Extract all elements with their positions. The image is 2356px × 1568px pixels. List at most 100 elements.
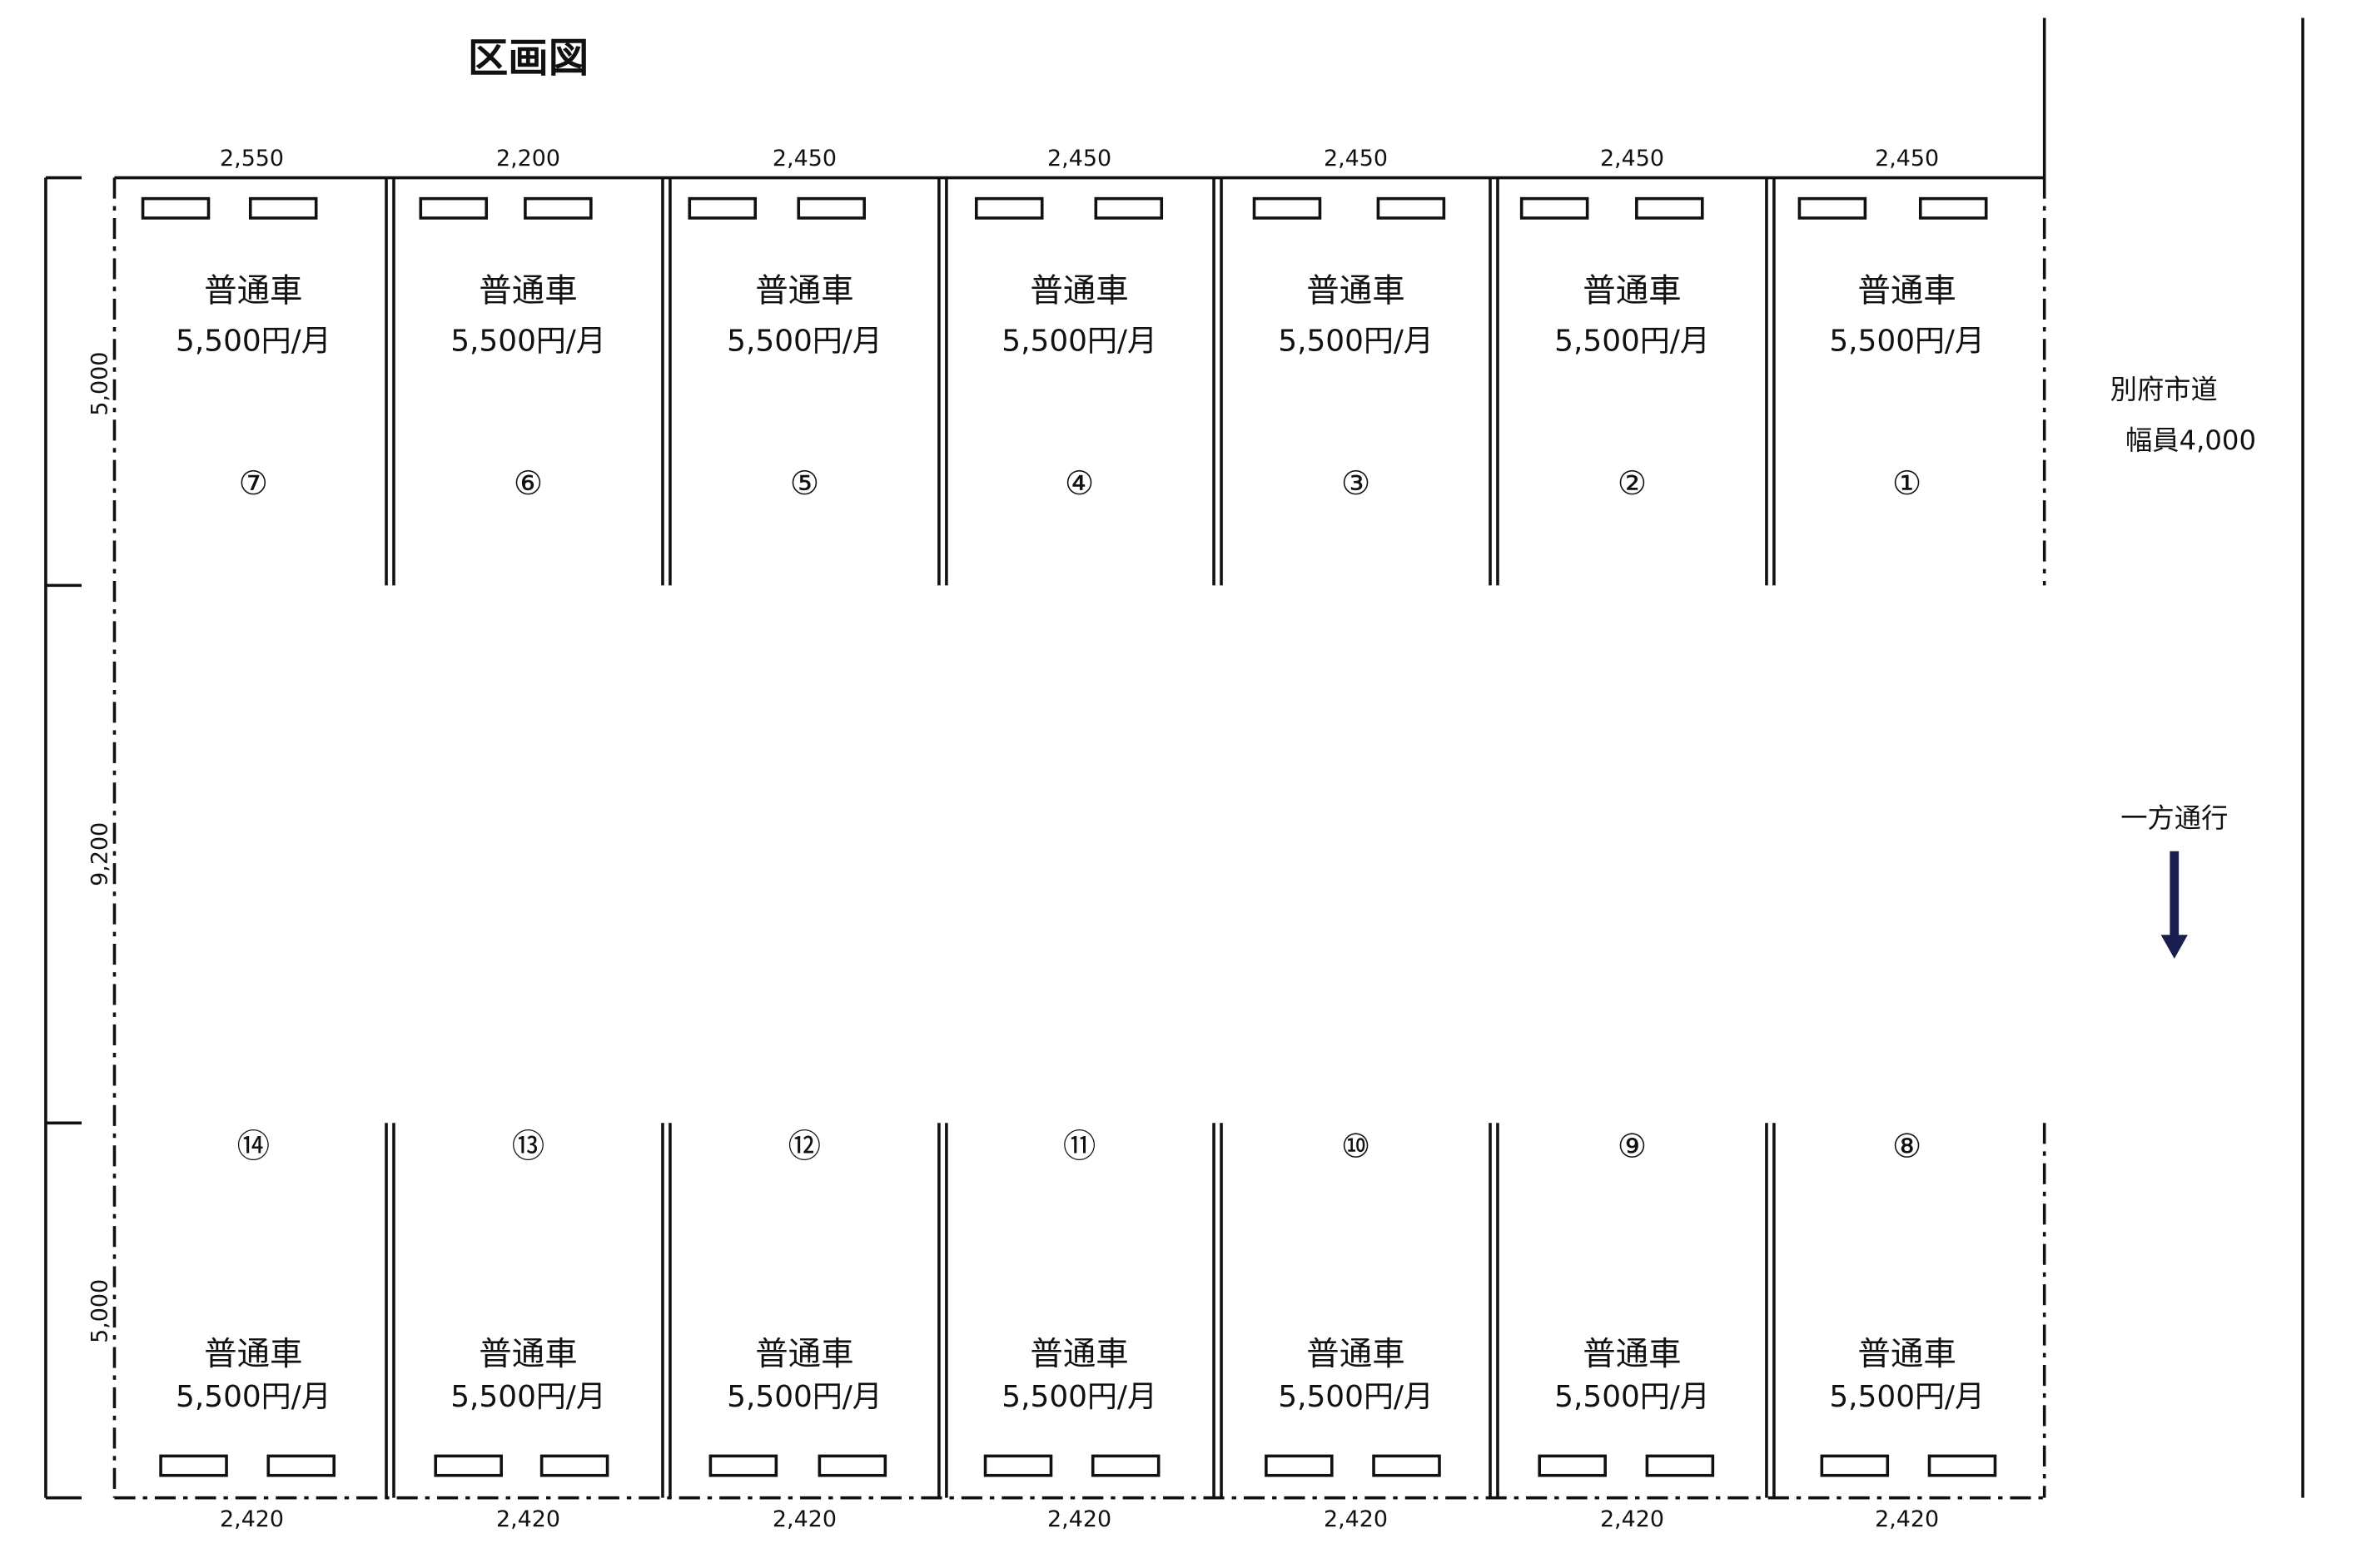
wheel-stop-icon [797,196,866,220]
wheel-stop-icon [1252,196,1322,220]
stall-price-label: 5,500円/月 [176,325,331,359]
stall-11: ⑪ 普通車 5,500円/月 [1002,1128,1157,1415]
stall-number: ⑦ [239,464,268,503]
stall-price-label: 5,500円/月 [176,1380,331,1414]
width-label-bottom-5: 2,420 [1324,1506,1388,1532]
stall-type-label: 普通車 [1583,271,1681,310]
stall-number: ④ [1065,464,1094,503]
stall-number: ② [1618,464,1647,503]
width-label-bottom-3: 2,420 [773,1506,837,1532]
stall-price-label: 5,500円/月 [1554,325,1710,359]
width-label-bottom-7: 2,420 [1875,1506,1939,1532]
wheel-stop-icon [1094,196,1164,220]
stall-3: 普通車 5,500円/月 ③ [1278,271,1434,502]
stall-price-label: 5,500円/月 [1554,1380,1710,1414]
stall-number: ① [1892,464,1921,503]
width-label-bottom-6: 2,420 [1600,1506,1664,1532]
depth-label-aisle: 9,200 [87,822,112,886]
wheel-stop-icon [539,1454,609,1477]
bottom-width-labels: 2,420 2,420 2,420 2,420 2,420 2,420 2,42… [220,1506,1939,1532]
wheel-stop-icon [159,1454,228,1477]
width-label-top-6: 2,450 [1600,146,1664,171]
wheel-stop-icon [1918,196,1988,220]
stall-13: ⑬ 普通車 5,500円/月 [450,1128,606,1415]
stall-price-label: 5,500円/月 [727,325,882,359]
wheel-stop-icon [266,1454,336,1477]
wheel-stop-icon [1645,1454,1715,1477]
stall-5: 普通車 5,500円/月 ⑤ [727,271,882,502]
wheel-stop-icon [141,196,211,220]
arrow-down-icon [2160,851,2188,959]
stall-price-label: 5,500円/月 [1002,325,1157,359]
wheel-stop-icon [1265,1454,1334,1477]
wheel-stop-icon [434,1454,503,1477]
width-label-bottom-4: 2,420 [1047,1506,1111,1532]
stall-type-label: 普通車 [1857,271,1956,310]
wheel-stops-top [141,196,1988,220]
stall-type-label: 普通車 [204,271,302,310]
stall-price-label: 5,500円/月 [727,1380,882,1414]
stall-type-label: 普通車 [479,271,577,310]
width-label-top-4: 2,450 [1047,146,1111,171]
width-label-bottom-1: 2,420 [220,1506,284,1532]
stall-9: ⑨ 普通車 5,500円/月 [1554,1128,1710,1415]
stall-type-label: 普通車 [1030,271,1128,310]
stall-dividers [385,177,1776,1498]
stall-12: ⑫ 普通車 5,500円/月 [727,1128,882,1415]
wheel-stop-icon [248,196,318,220]
stall-10: ⑩ 普通車 5,500円/月 [1278,1128,1434,1415]
stall-number: ⑩ [1341,1128,1370,1166]
stall-type-label: 普通車 [1857,1335,1956,1373]
width-label-top-5: 2,450 [1324,146,1388,171]
wheel-stop-icon [708,1454,778,1477]
stall-number: ③ [1341,464,1370,503]
stall-price-label: 5,500円/月 [1278,325,1434,359]
stall-number: ⑥ [514,464,543,503]
depth-dimension-line [44,176,82,1500]
stall-7: 普通車 5,500円/月 ⑦ [176,271,331,502]
wheel-stop-icon [974,196,1044,220]
road-width: 幅員4,000 [2125,424,2256,456]
stall-14: ⑭ 普通車 5,500円/月 [176,1128,331,1415]
depth-label-top: 5,000 [87,352,112,416]
wheel-stop-icon [1635,196,1704,220]
wheel-stop-icon [1927,1454,1997,1477]
stall-price-label: 5,500円/月 [1278,1380,1434,1414]
stall-price-label: 5,500円/月 [1829,325,1985,359]
width-label-top-2: 2,200 [496,146,560,171]
wheel-stop-icon [983,1454,1053,1477]
stall-number: ⑤ [790,464,819,503]
page-title: 区画図 [468,35,589,82]
wheel-stop-icon [1538,1454,1607,1477]
stall-8: ⑧ 普通車 5,500円/月 [1829,1128,1985,1415]
stall-type-label: 普通車 [1306,1335,1404,1373]
road-name: 別府市道 [2110,374,2218,405]
stall-price-label: 5,500円/月 [1002,1380,1157,1414]
lot-boundary [112,176,2046,1500]
stall-number: ⑪ [1063,1128,1096,1166]
stall-6: 普通車 5,500円/月 ⑥ [450,271,606,502]
width-label-top-3: 2,450 [773,146,837,171]
stall-number: ⑧ [1892,1128,1921,1166]
stall-type-label: 普通車 [1583,1335,1681,1373]
stall-number: ⑬ [512,1128,544,1166]
wheel-stop-icon [1376,196,1446,220]
stall-2: 普通車 5,500円/月 ② [1554,271,1710,502]
stall-type-label: 普通車 [755,1335,853,1373]
stall-type-label: 普通車 [1306,271,1404,310]
stall-4: 普通車 5,500円/月 ④ [1002,271,1157,502]
wheel-stop-icon [818,1454,887,1477]
road-edges [2042,17,2304,1498]
stall-price-label: 5,500円/月 [1829,1380,1985,1414]
wheel-stop-icon [1797,196,1867,220]
traffic-direction-label: 一方通行 [2120,802,2228,834]
stall-number: ⑭ [237,1128,270,1166]
stall-price-label: 5,500円/月 [450,1380,606,1414]
wheel-stops-bottom [159,1454,1997,1477]
depth-label-bottom: 5,000 [87,1279,112,1343]
stall-type-label: 普通車 [479,1335,577,1373]
width-label-bottom-2: 2,420 [496,1506,560,1532]
wheel-stop-icon [1091,1454,1161,1477]
stall-type-label: 普通車 [204,1335,302,1373]
